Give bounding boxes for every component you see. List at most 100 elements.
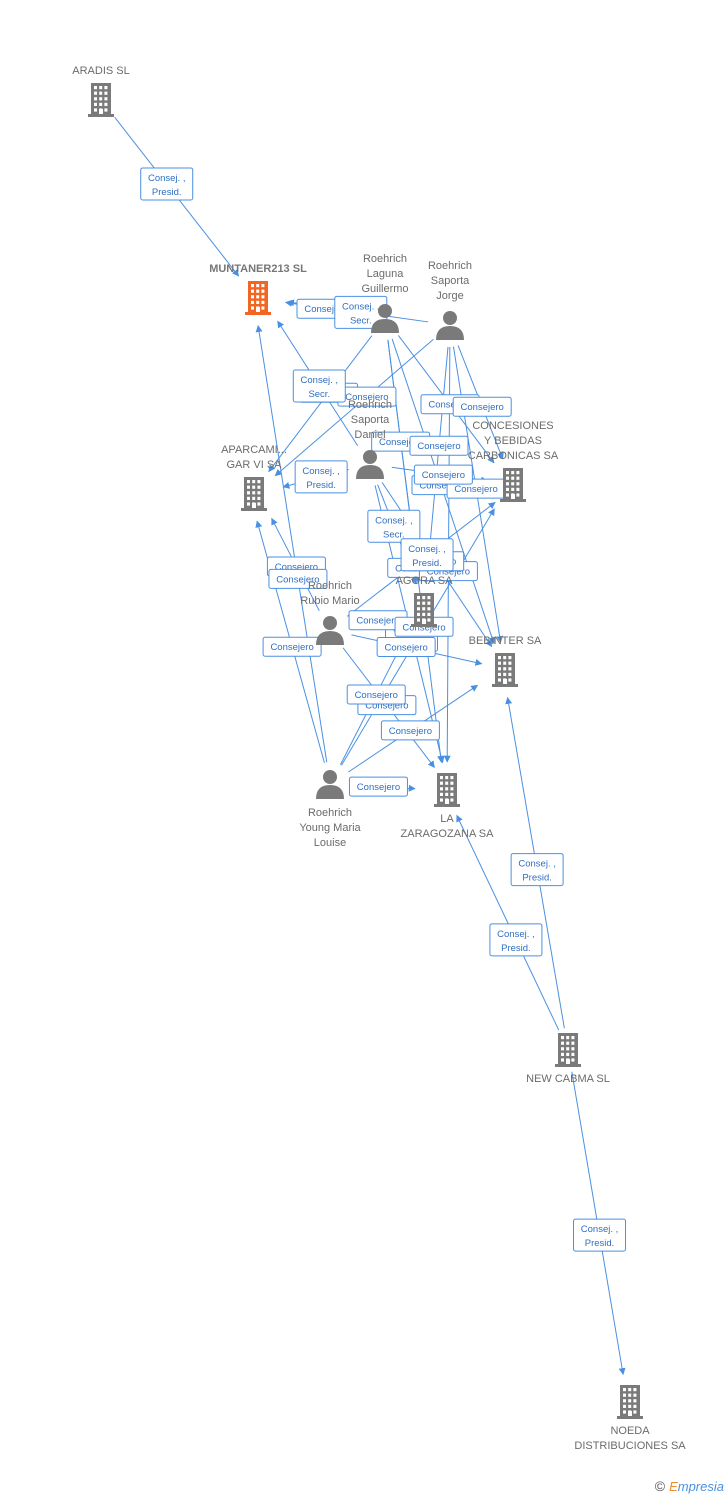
relationship-label[interactable]: Consej. , Presid. xyxy=(489,923,543,957)
nodes-layer: ARADIS SL MUNTANER213 SL RoehrichLagunaGui… xyxy=(72,65,686,1452)
relationship-label-text: Consejero xyxy=(422,470,465,481)
relationship-label[interactable]: Consej. , Secr. xyxy=(334,295,388,329)
relationship-label[interactable]: Consej. , Presid. xyxy=(400,538,454,572)
relationship-label[interactable]: Consej. , Presid. xyxy=(573,1218,627,1252)
relationship-label-text: Consejero xyxy=(428,400,471,411)
copyright-icon: © xyxy=(654,1478,666,1494)
relationship-label[interactable]: Consejero xyxy=(413,464,473,485)
relationship-label-text: Consejero xyxy=(389,726,432,737)
relationship-label-text: Consej. , xyxy=(148,173,186,184)
brand-initial: E xyxy=(669,1479,678,1494)
node-aradis[interactable]: ARADIS SL xyxy=(72,65,130,117)
person-icon xyxy=(436,311,464,340)
relationship-label-text: Consejero xyxy=(345,392,388,403)
node-label: Roehrich xyxy=(363,253,407,265)
node-label: NEW CABMA SL xyxy=(526,1073,610,1085)
relationship-label-text: Consejero xyxy=(357,782,400,793)
relationship-label-text: Consej. , xyxy=(375,515,413,526)
relationship-label[interactable]: Consejero xyxy=(346,684,406,705)
relationship-label-text: Consej. , xyxy=(581,1224,619,1235)
building-icon xyxy=(411,593,437,627)
relationship-label-text: Consejero xyxy=(355,690,398,701)
relationship-label-text: Consejero xyxy=(454,484,497,495)
relationship-label-text: Consejero xyxy=(356,616,399,627)
relationship-label[interactable]: Consej. , Presid. xyxy=(140,167,194,201)
node-label: GAR VI SA xyxy=(226,459,282,471)
node-label: Saporta xyxy=(431,275,470,287)
node-label: ARADIS SL xyxy=(72,65,129,77)
relationship-label-text: Consejero xyxy=(402,622,445,633)
relationship-label-text: Presid. xyxy=(585,1238,615,1249)
relationship-label-text: Consejero xyxy=(365,701,408,712)
brand-name[interactable]: mpresia xyxy=(677,1479,724,1494)
relationship-label-text: Consej. , xyxy=(518,859,556,870)
person-icon xyxy=(316,616,344,645)
relationship-label[interactable]: Consejero xyxy=(452,396,512,417)
relationship-label[interactable]: Consejero xyxy=(348,610,408,631)
node-label: Y BEBIDAS xyxy=(484,435,542,447)
edge-jorge-to-aparcam xyxy=(274,338,434,477)
relationship-label-text: Secr. xyxy=(350,315,372,326)
relationship-label-text: Consejero xyxy=(384,643,427,654)
relationship-label[interactable]: Consej. , Secr. xyxy=(367,509,421,543)
node-muntaner[interactable]: MUNTANER213 SL xyxy=(209,263,307,315)
node-label: Roehrich xyxy=(308,807,352,819)
relationship-label-text: Presid. xyxy=(501,943,531,954)
relationship-label-text: Presid. xyxy=(152,187,182,198)
relationship-label-text: Consejero xyxy=(276,574,319,585)
node-label: LA xyxy=(440,813,454,825)
relationship-label-text: Presid. xyxy=(412,558,442,569)
edge-laguna-to-aparcam xyxy=(268,335,373,473)
relationship-label[interactable]: Consejero xyxy=(376,637,436,658)
relationship-label-text: Consej. , xyxy=(342,301,380,312)
building-icon xyxy=(241,477,267,511)
relationship-label[interactable]: Consejero xyxy=(268,568,328,589)
relationship-label-text: Consejero xyxy=(419,481,462,492)
node-bebinter[interactable]: BEBINTER SA xyxy=(469,635,542,687)
node-noeda[interactable]: NOEDA DISTRIBUCIONES SA xyxy=(574,1385,686,1452)
node-label: NOEDA xyxy=(610,1425,650,1437)
relationship-label-text: Consejero xyxy=(379,437,422,448)
relationship-label-text: Consejero xyxy=(270,642,313,653)
node-zaragozana[interactable]: LA ZARAGOZANA SA xyxy=(401,773,495,840)
relationship-label[interactable]: Consejero xyxy=(262,636,322,657)
building-icon xyxy=(492,653,518,687)
node-label: DISTRIBUCIONES SA xyxy=(574,1440,686,1452)
relationship-label-text: Secr. xyxy=(383,529,405,540)
relationship-label-text: Consejero xyxy=(275,562,318,573)
node-label: Guillermo xyxy=(361,283,408,295)
node-label: Daniel xyxy=(354,429,385,441)
node-newcabma[interactable]: NEW CABMA SL xyxy=(526,1033,610,1085)
node-aparcam[interactable]: APARCAMI... GAR VI SA xyxy=(221,444,287,511)
node-label: Jorge xyxy=(436,290,464,302)
node-label: Saporta xyxy=(351,414,390,426)
node-agora[interactable]: AGORA SA xyxy=(396,575,454,627)
node-label: Young Maria xyxy=(299,822,361,834)
relationship-label-text: Secr. xyxy=(308,389,330,400)
relationship-label[interactable]: Consej. ,Secr. xyxy=(292,369,346,403)
relationship-label-text: Consej. , xyxy=(408,544,446,555)
node-label: CARBONICAS SA xyxy=(468,450,559,462)
node-label: Rubio Mario xyxy=(300,595,359,607)
relationship-label[interactable]: Consej. ,Presid. xyxy=(294,460,348,494)
node-label: ZARAGOZANA SA xyxy=(401,828,495,840)
node-label: AGORA SA xyxy=(396,575,454,587)
node-label: APARCAMI... xyxy=(221,444,287,456)
node-label: Louise xyxy=(314,837,346,849)
relationship-label[interactable]: Consej. ,Presid. xyxy=(510,853,564,887)
relationship-label-text: Consejero xyxy=(417,441,460,452)
relationship-label-text: Consejero xyxy=(304,304,347,315)
relationship-label[interactable]: Consejero xyxy=(380,720,440,741)
relationship-label-text: Consej. , xyxy=(497,929,535,940)
relationship-label-text: Consejero xyxy=(461,402,504,413)
node-label: Roehrich xyxy=(348,399,392,411)
relationship-label[interactable]: Consejero xyxy=(409,435,469,456)
relationship-label[interactable]: Consejero xyxy=(348,776,408,797)
